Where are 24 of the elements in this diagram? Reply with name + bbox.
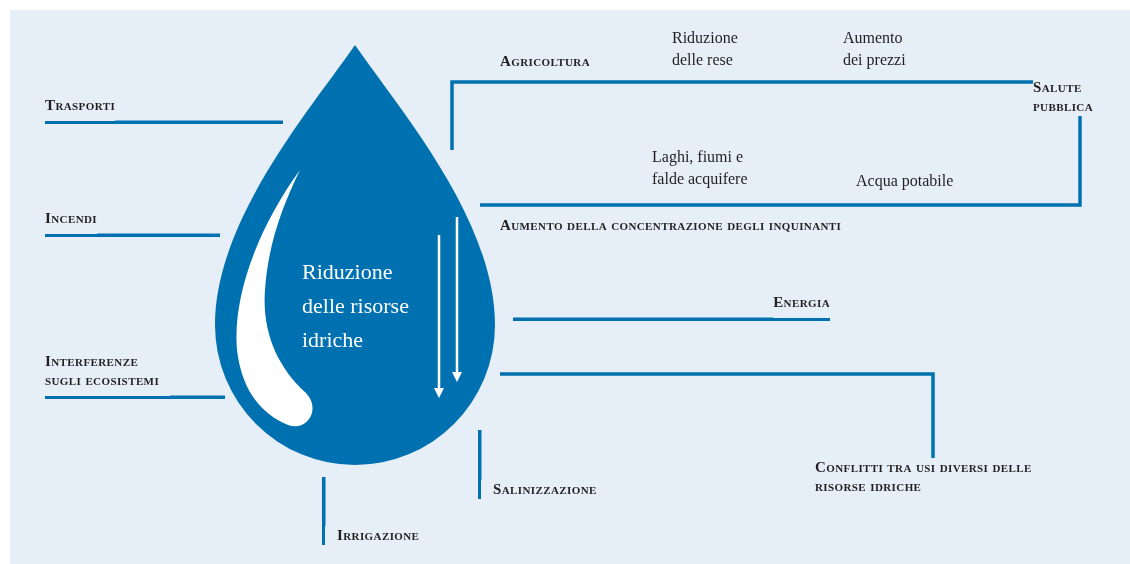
connector-line (170, 395, 225, 399)
category-label: Incendi (45, 209, 98, 237)
category-label: Salinizzazione (478, 480, 597, 499)
connector-line (115, 120, 283, 124)
category-label: Trasporti (45, 96, 116, 124)
category-label: Conflitti tra usi diversi delle risorse idriche (815, 458, 1040, 496)
heading-label: Aumento della concentrazione degli inquinanti (500, 216, 842, 235)
connector-line (480, 116, 1082, 207)
connector-line (478, 430, 482, 480)
note-text: Acqua potabile (856, 171, 954, 192)
connector-line (322, 477, 326, 526)
connector-line (97, 233, 220, 237)
note-text: Laghi, fiumi e falde acquifere (652, 147, 749, 190)
note-text: Aumento dei prezzi (843, 28, 907, 71)
category-label: Salute pubblica (1033, 78, 1128, 116)
category-label: Irrigazione (322, 526, 420, 545)
connector-line (500, 372, 935, 458)
drop-title: Riduzione delle risorse idriche (302, 259, 409, 352)
category-label: Interferenze sugli ecosistemi (45, 352, 170, 399)
connector-line (450, 80, 1033, 150)
heading-label: Agricoltura (500, 52, 590, 71)
note-text: Riduzione delle rese (672, 28, 739, 70)
category-label: Energia (773, 293, 830, 321)
connector-line (513, 317, 774, 321)
